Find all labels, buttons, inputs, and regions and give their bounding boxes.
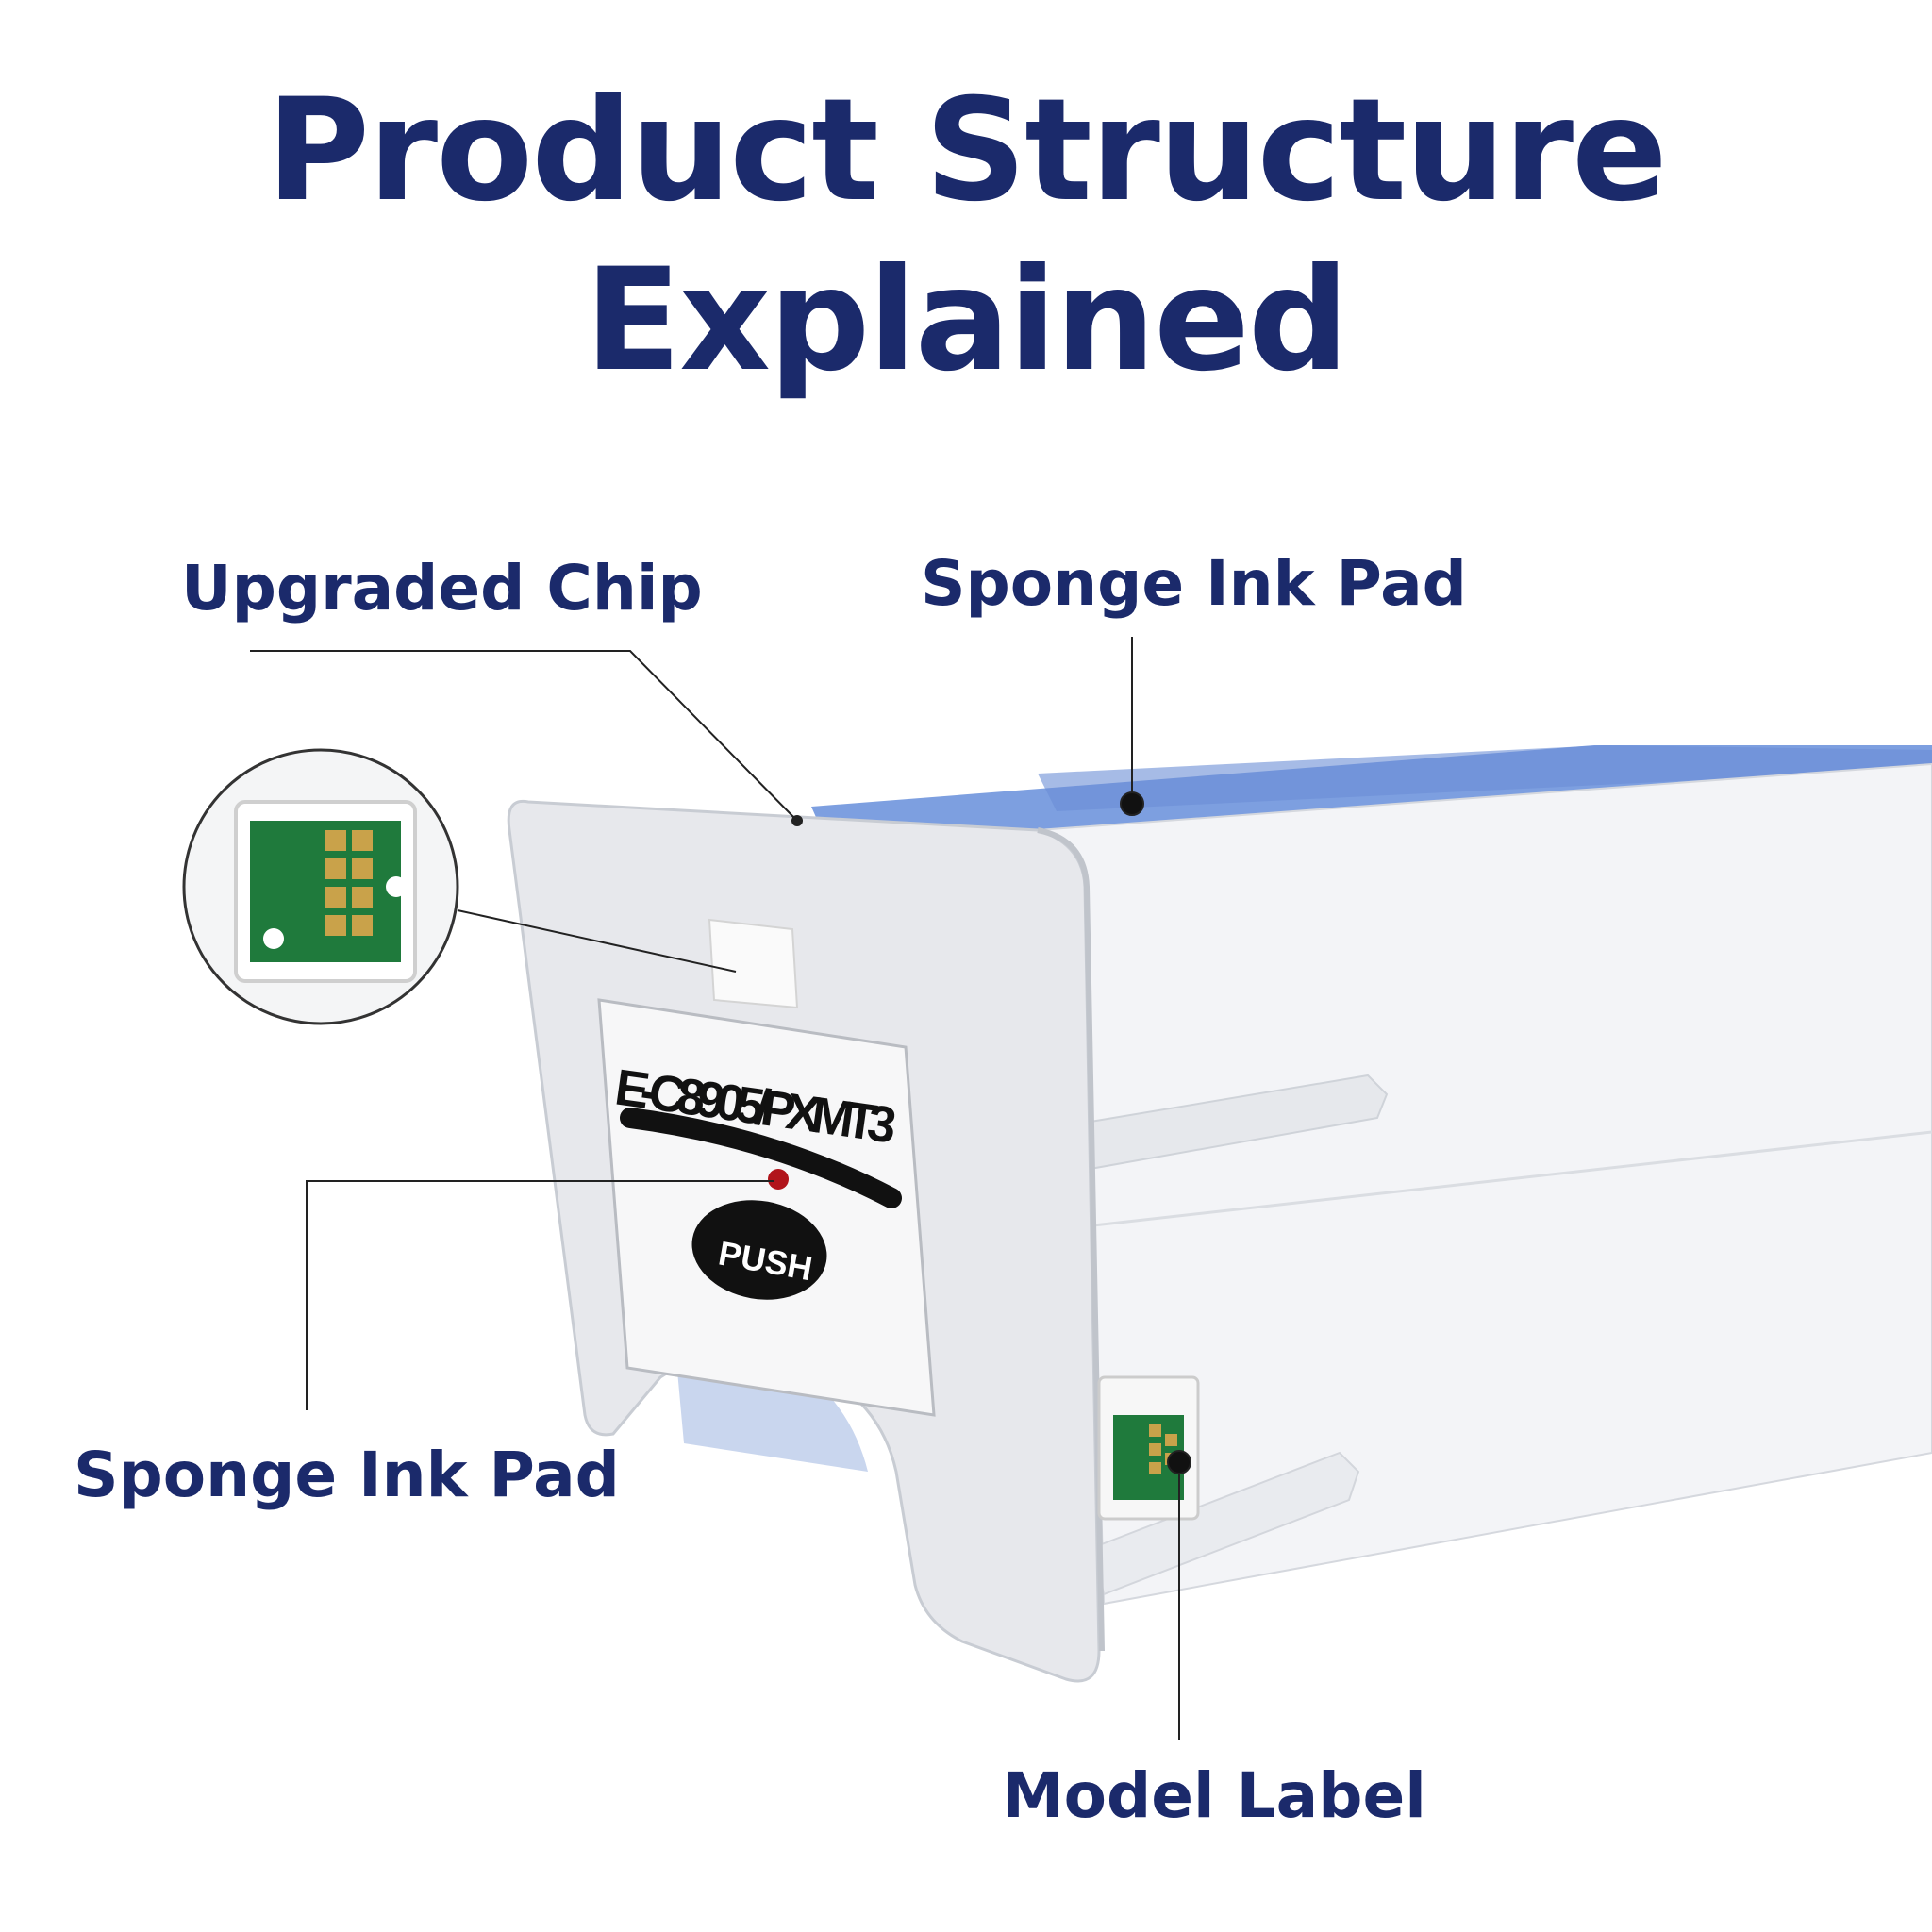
callout-sponge-ink-pad-side: Sponge Ink Pad xyxy=(74,1439,620,1511)
leader-lines xyxy=(250,637,1191,1740)
front-sponge xyxy=(708,918,799,1009)
page-title-line1: Product Structure xyxy=(266,69,1668,233)
box-front-edge xyxy=(1037,827,1105,1652)
page-title-line2: Explained xyxy=(584,239,1350,403)
page-title: Product Structure Explained xyxy=(0,66,1932,406)
callout-sponge-ink-pad-top: Sponge Ink Pad xyxy=(921,547,1467,620)
leader-sponge-side xyxy=(306,1180,774,1410)
leader-upgraded-chip xyxy=(250,650,798,822)
leader-chip-inset xyxy=(457,909,737,973)
callout-model-label: Model Label xyxy=(1002,1759,1426,1832)
red-dot xyxy=(768,1169,789,1190)
blue-tray-shade xyxy=(1038,745,1932,811)
side-groove xyxy=(1084,1130,1932,1228)
callout-upgraded-chip: Upgraded Chip xyxy=(181,552,703,625)
chip-zoom-inset xyxy=(182,748,459,1025)
model-sticker: E-C8905/PXMT3 PUSH xyxy=(597,998,936,1417)
side-chip xyxy=(1097,1375,1200,1521)
